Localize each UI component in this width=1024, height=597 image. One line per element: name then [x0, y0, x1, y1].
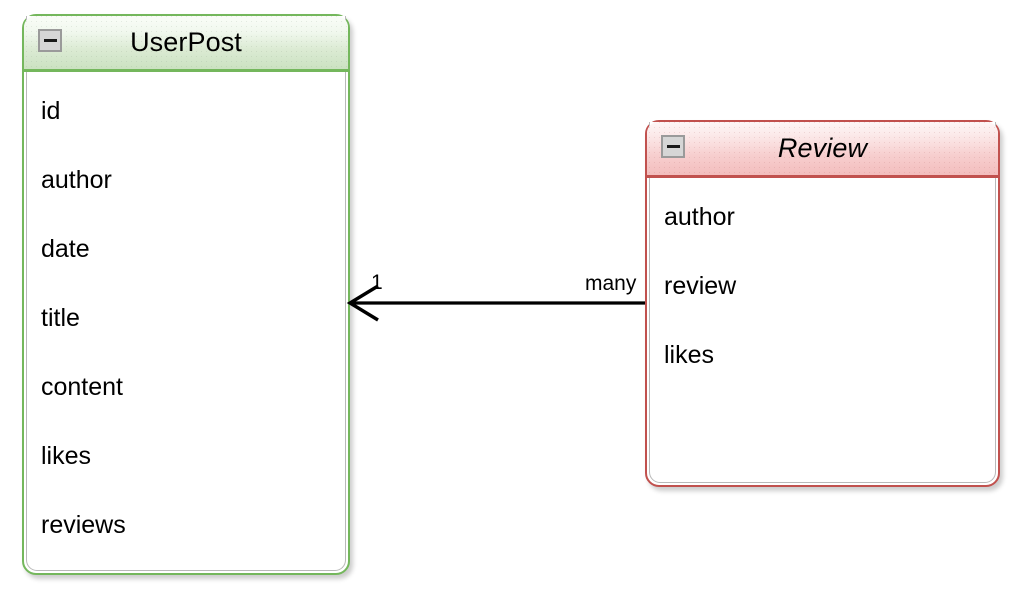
collapse-minus-icon[interactable] [661, 135, 685, 158]
multiplicity-label-source: many [585, 272, 637, 295]
class-title-userpost: UserPost [130, 27, 242, 57]
attribute-row: reviews [41, 511, 126, 539]
minus-glyph [666, 145, 680, 148]
class-box-userpost[interactable]: UserPost id author date title content li… [22, 14, 350, 575]
class-title-review: Review [777, 133, 868, 163]
attribute-row: likes [41, 442, 92, 470]
attribute-row: author [41, 166, 112, 194]
minus-glyph [43, 39, 57, 42]
class-header-userpost: UserPost [24, 16, 348, 72]
attribute-row: date [41, 235, 90, 263]
multiplicity-label-target: 1 [371, 271, 383, 294]
attribute-list-userpost: id author date title content likes revie… [27, 75, 345, 570]
attribute-row: author [664, 203, 735, 231]
class-header-review: Review [647, 122, 998, 178]
class-box-review[interactable]: Review author review likes [645, 120, 1000, 487]
attribute-row: title [41, 304, 80, 332]
attribute-row: content [41, 373, 124, 401]
attribute-row: review [664, 272, 737, 300]
collapse-minus-icon[interactable] [38, 29, 62, 52]
attribute-row: id [41, 97, 61, 125]
attribute-list-review: author review likes [650, 181, 995, 482]
attribute-row: likes [664, 341, 715, 369]
